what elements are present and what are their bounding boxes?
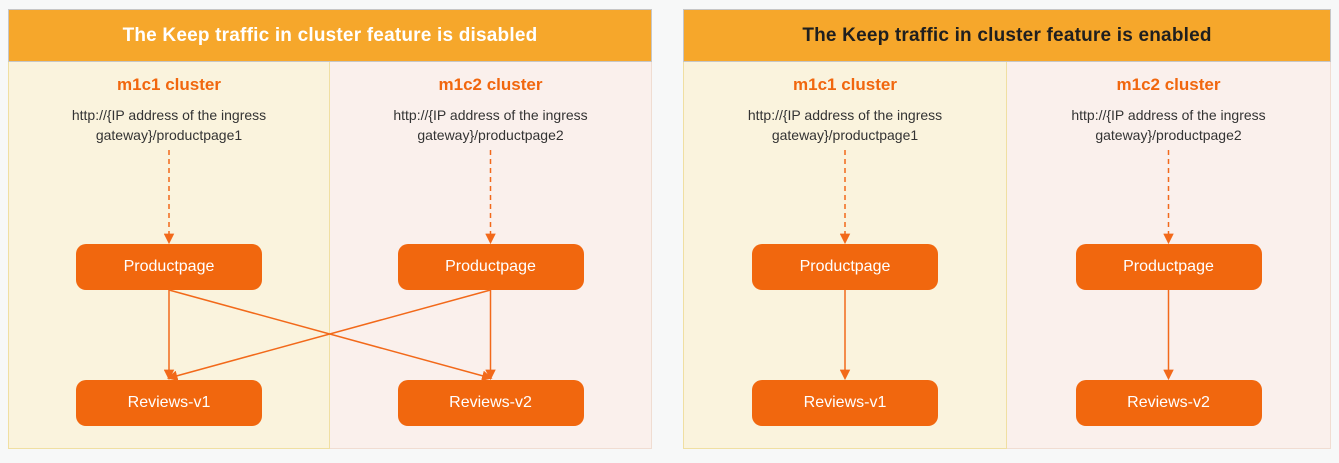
ingress-url: http://{IP address of the ingress gatewa… [747, 107, 943, 143]
ingress-url: http://{IP address of the ingress gatewa… [393, 107, 588, 143]
diagram-disabled: The Keep traffic in cluster feature is d… [8, 9, 652, 449]
reviews-v1-node: Reviews-v1 [752, 380, 938, 426]
cluster-title: m1c2 cluster [438, 75, 543, 94]
cluster-m1c2: m1c2 cluster http://{IP address of the i… [330, 62, 652, 449]
diagram-title-disabled: The Keep traffic in cluster feature is d… [8, 9, 652, 62]
productpage-node: Productpage [76, 244, 262, 290]
productpage-node: Productpage [752, 244, 938, 290]
cluster-title: m1c2 cluster [1116, 75, 1221, 94]
cluster-m1c1: m1c1 cluster http://{IP address of the i… [683, 62, 1007, 449]
productpage-node: Productpage [1075, 244, 1262, 290]
diagram-body: m1c1 cluster http://{IP address of the i… [8, 62, 652, 449]
reviews-v2-node: Reviews-v2 [397, 380, 584, 426]
diagram-enabled: The Keep traffic in cluster feature is e… [683, 9, 1331, 449]
cluster-m1c1: m1c1 cluster http://{IP address of the i… [8, 62, 330, 449]
diagram-body: m1c1 cluster http://{IP address of the i… [683, 62, 1331, 449]
cluster-m1c2: m1c2 cluster http://{IP address of the i… [1007, 62, 1331, 449]
ingress-url: http://{IP address of the ingress gatewa… [1071, 107, 1266, 143]
cluster-title: m1c1 cluster [117, 75, 221, 94]
ingress-url: http://{IP address of the ingress gatewa… [71, 107, 267, 143]
diagram-title-enabled: The Keep traffic in cluster feature is e… [683, 9, 1331, 62]
reviews-v2-node: Reviews-v2 [1075, 380, 1262, 426]
productpage-node: Productpage [397, 244, 584, 290]
reviews-v1-node: Reviews-v1 [76, 380, 262, 426]
cluster-title: m1c1 cluster [793, 75, 897, 94]
